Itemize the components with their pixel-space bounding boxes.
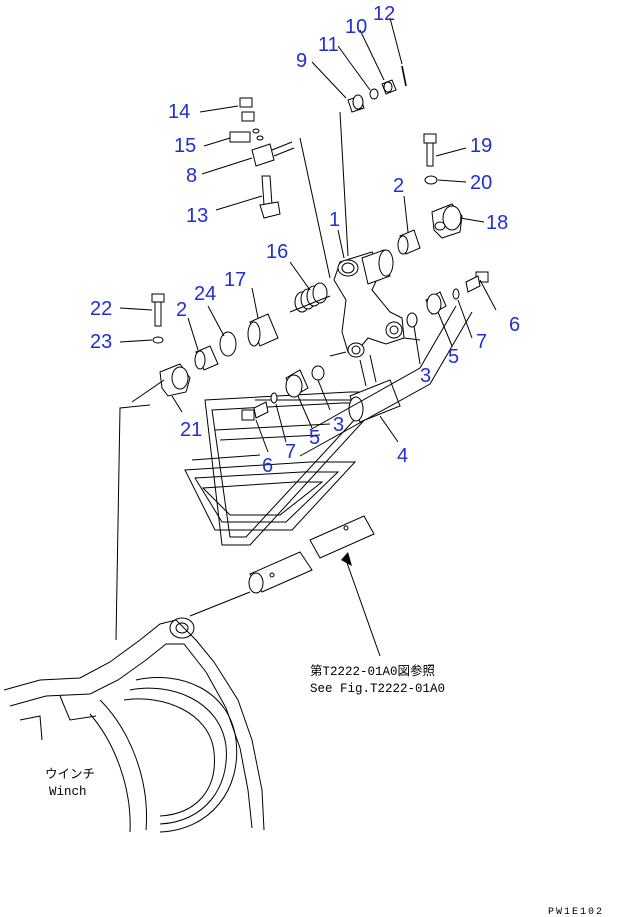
washer-part-20: [424, 175, 438, 185]
winch-drum: [3, 617, 265, 833]
callout-22: 22: [90, 298, 112, 320]
figure-code: PW1E102: [548, 907, 604, 917]
pin-shaft: [248, 515, 375, 594]
washer-part-7-right: [452, 288, 460, 300]
callout-2-upper: 2: [393, 175, 404, 197]
joint-part-8: [251, 141, 295, 167]
reference-note-jp: 第T2222-01A0図参照: [310, 663, 435, 679]
callout-9: 9: [296, 50, 307, 72]
callout-15: 15: [174, 135, 196, 157]
callout-20: 20: [470, 172, 492, 194]
housing-outline: [184, 391, 392, 546]
rod-end-part-13: [259, 175, 281, 219]
winch-label-jp: ウインチ: [45, 767, 95, 782]
callout-17: 17: [224, 269, 246, 291]
callout-24: 24: [194, 283, 216, 305]
clamp-part-21: [159, 363, 191, 397]
bolt-part-19: [423, 133, 437, 167]
sleeve-part-4: [348, 354, 401, 423]
cotter-pin-part-12: [401, 65, 407, 87]
callout-6-right: 6: [509, 314, 520, 336]
winch-label-en: Winch: [49, 785, 87, 799]
bolt-part-22: [151, 293, 165, 327]
clamp-part-18: [431, 203, 463, 239]
bolt-part-6-center: [241, 401, 269, 421]
callout-8: 8: [186, 165, 197, 187]
callout-1: 1: [329, 209, 340, 231]
callout-4: 4: [397, 445, 408, 467]
callout-13: 13: [186, 205, 208, 227]
callout-2-lower: 2: [176, 299, 187, 321]
callout-11: 11: [318, 34, 339, 56]
callout-14: 14: [168, 101, 190, 123]
washer-part-7-center: [270, 392, 278, 404]
nut-part-14: [239, 97, 255, 122]
callout-21: 21: [180, 419, 202, 441]
part-15: [229, 128, 264, 143]
callout-numbers: 1 2 2 3 3 4 5 5 6 6 7 7 8 9 10 11 12 13 …: [90, 3, 520, 477]
sleeve-part-17: [247, 313, 279, 347]
callout-leaders: [119, 17, 497, 453]
washer-part-3-right: [406, 312, 418, 328]
spacer-part-9: [347, 94, 365, 113]
washer-part-23: [152, 336, 164, 344]
bush-part-5-center: [285, 369, 309, 398]
nut-part-10: [381, 79, 397, 95]
callout-18: 18: [486, 212, 508, 234]
callout-5-right: 5: [448, 346, 459, 368]
bush-part-5-right: [425, 291, 447, 315]
callout-19: 19: [470, 135, 492, 157]
callout-12: 12: [373, 3, 395, 25]
bracket-part-1: [333, 249, 405, 358]
ring-part-24: [219, 331, 237, 357]
reference-note: 第T2222-01A0図参照 See Fig.T2222-01A0: [310, 663, 445, 696]
washer-part-11: [369, 88, 379, 100]
callout-5-center: 5: [309, 427, 320, 449]
callout-7-right: 7: [476, 331, 487, 353]
bush-part-2-upper: [397, 229, 421, 255]
reference-note-en: See Fig.T2222-01A0: [310, 682, 445, 696]
washer-part-3-center: [311, 365, 325, 381]
callout-6-center: 6: [262, 455, 273, 477]
callout-16: 16: [266, 241, 288, 263]
callout-10: 10: [345, 16, 367, 38]
callout-7-center: 7: [285, 441, 296, 463]
bush-part-2-lower: [194, 345, 219, 371]
callout-3-center: 3: [333, 414, 344, 436]
bolt-part-6-right: [465, 271, 489, 293]
rod-link: [339, 111, 349, 257]
winch-label: ウインチ Winch: [45, 767, 95, 799]
callout-3-right: 3: [420, 365, 431, 387]
reference-arrow: [341, 552, 381, 657]
callout-23: 23: [90, 331, 112, 353]
